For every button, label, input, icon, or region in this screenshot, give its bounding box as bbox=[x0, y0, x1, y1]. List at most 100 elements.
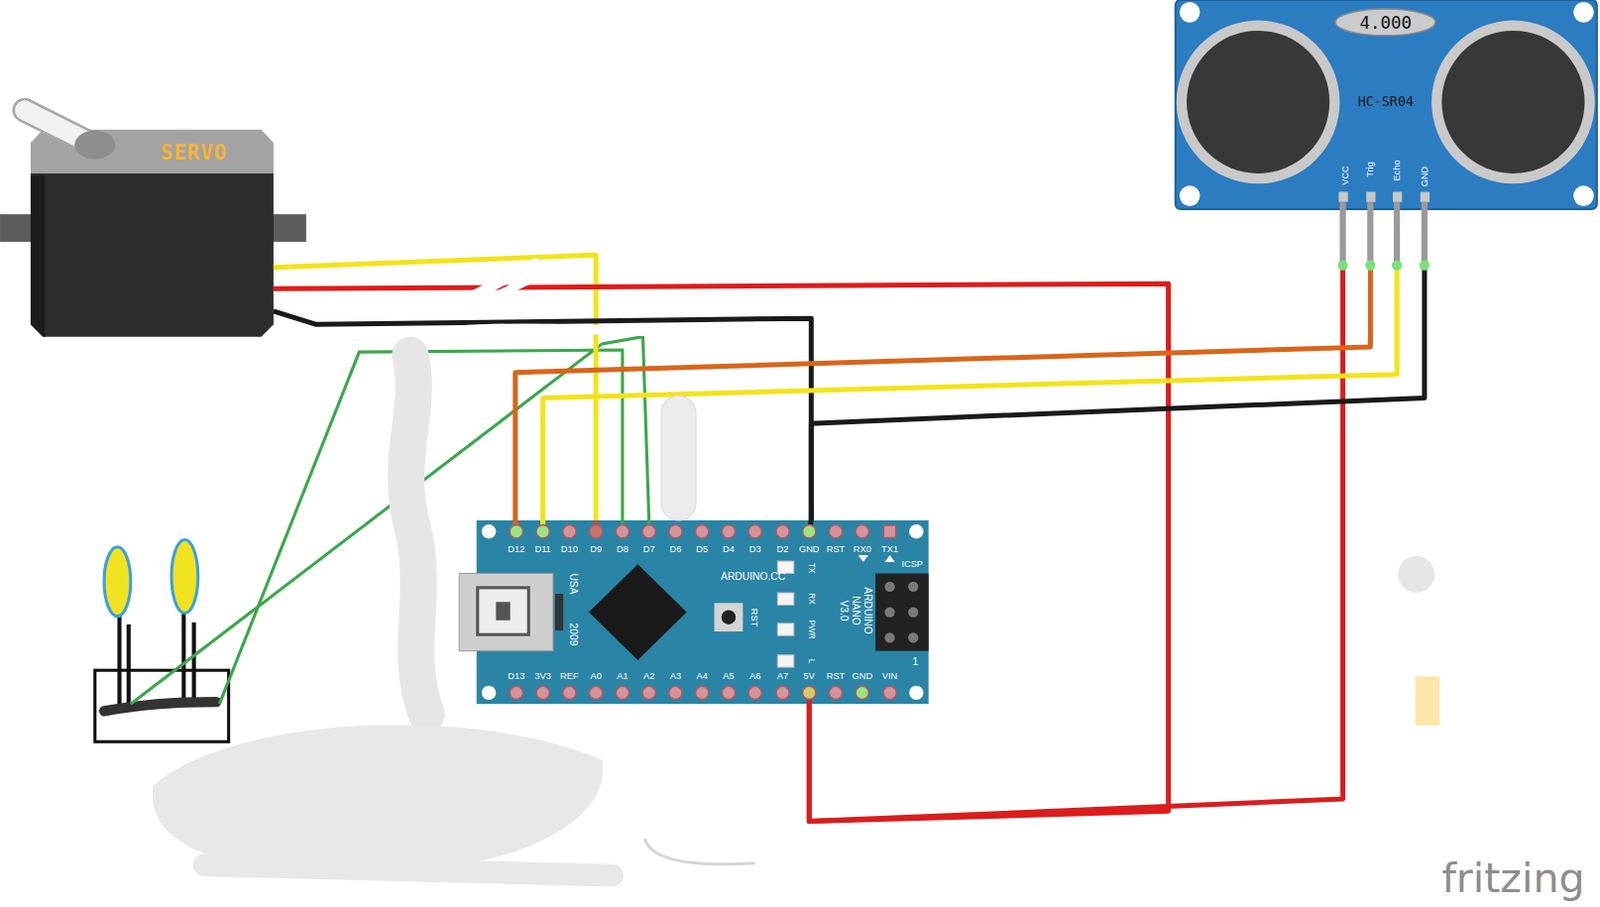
board-marking: USA bbox=[568, 572, 580, 594]
pin-pad bbox=[828, 525, 842, 539]
pin-pad bbox=[588, 525, 602, 539]
pin-pad bbox=[776, 685, 790, 699]
wire-end bbox=[1391, 259, 1402, 270]
crystal-shape bbox=[1335, 8, 1436, 36]
pin-label: TX1 bbox=[881, 543, 899, 555]
pin-pad bbox=[642, 685, 656, 699]
pin-label: A2 bbox=[643, 671, 655, 683]
usb-connector bbox=[458, 572, 554, 651]
mount-hole bbox=[481, 524, 496, 539]
pin-pad bbox=[669, 685, 683, 699]
led-label: TX bbox=[806, 563, 816, 574]
signal-wire bbox=[543, 209, 1398, 521]
transducer bbox=[1441, 30, 1585, 174]
led-rx bbox=[777, 592, 794, 605]
pin-pad bbox=[802, 525, 816, 539]
crystal-oval: 4.000 bbox=[1334, 7, 1437, 37]
ground-wire bbox=[810, 209, 1425, 521]
pin-label: A0 bbox=[589, 671, 601, 683]
sensor-board: HC-SR04 4.000 bbox=[1175, 0, 1598, 210]
pin-label: D5 bbox=[695, 543, 708, 555]
pin-pad bbox=[721, 685, 735, 699]
pin-pad bbox=[615, 685, 629, 699]
board-marking: ICSP bbox=[901, 559, 923, 571]
part-label: HC-SR04 bbox=[1358, 94, 1414, 110]
led-label: L bbox=[806, 659, 816, 665]
pin-pad bbox=[563, 525, 576, 539]
pin-label: VCC bbox=[1339, 165, 1351, 186]
pin-label: D3 bbox=[749, 543, 762, 555]
pin-pad bbox=[669, 525, 683, 539]
wire-end bbox=[1365, 259, 1375, 270]
pin-label: D6 bbox=[669, 543, 682, 555]
pin-label: RST bbox=[826, 671, 846, 683]
pin-pad bbox=[563, 685, 576, 699]
icsp-pin bbox=[908, 581, 918, 592]
mount-hole bbox=[1573, 1, 1595, 23]
pin-label: D8 bbox=[616, 543, 629, 555]
header-pin bbox=[1338, 191, 1348, 202]
smudge bbox=[1415, 676, 1441, 725]
header-leg bbox=[1393, 202, 1400, 264]
led-label: RX bbox=[806, 593, 816, 605]
pin-label: D7 bbox=[643, 543, 656, 555]
signal-wire bbox=[273, 254, 596, 521]
pin-label: Echo bbox=[1391, 159, 1403, 181]
led-wire bbox=[130, 337, 650, 705]
pin-pad bbox=[776, 525, 790, 539]
pin-label: D10 bbox=[561, 543, 578, 555]
smudge bbox=[1397, 556, 1435, 593]
icsp-pin bbox=[908, 632, 918, 643]
mount-hole bbox=[909, 524, 923, 539]
pin-label: GND bbox=[799, 543, 820, 555]
board-marking: 1 bbox=[912, 656, 918, 669]
icsp-pin bbox=[884, 606, 895, 617]
pin-pad bbox=[695, 685, 709, 699]
pin-pad bbox=[536, 525, 550, 539]
header-pin bbox=[1392, 191, 1402, 202]
reset-cap bbox=[721, 609, 736, 624]
pin-label: D2 bbox=[777, 543, 790, 555]
pin-label: D11 bbox=[534, 543, 551, 555]
reset-button bbox=[714, 602, 744, 632]
header-leg bbox=[1339, 202, 1346, 264]
wire-end bbox=[1419, 259, 1430, 270]
pin-marker bbox=[884, 555, 895, 563]
header-leg bbox=[1367, 202, 1373, 264]
board-marking: ARDUINO NANO V3.0 bbox=[837, 584, 873, 636]
pin-label: D4 bbox=[722, 543, 735, 555]
transducer-ring bbox=[1431, 20, 1596, 185]
pin-pad bbox=[509, 525, 523, 539]
led bbox=[104, 547, 131, 617]
transducer-ring bbox=[1176, 20, 1341, 185]
icsp-pin bbox=[908, 606, 918, 617]
eraser-mark bbox=[418, 328, 669, 335]
pin-pad bbox=[748, 685, 762, 699]
eraser-mark bbox=[152, 724, 603, 873]
servo-housing bbox=[30, 173, 274, 338]
mount-hole bbox=[909, 685, 923, 700]
pin-label: GND bbox=[1419, 166, 1431, 188]
mount-hole bbox=[481, 685, 496, 700]
eraser-mark bbox=[661, 395, 696, 521]
mount-hole bbox=[1179, 185, 1201, 207]
sensor-pcb bbox=[1175, 0, 1598, 210]
usb-opening bbox=[477, 587, 529, 635]
led-leg bbox=[116, 612, 121, 707]
pin-label: A6 bbox=[749, 671, 761, 683]
board-marking: RST bbox=[748, 607, 760, 627]
eraser-mark bbox=[491, 269, 552, 299]
pin-label: A4 bbox=[696, 671, 708, 683]
eraser-mark bbox=[204, 865, 613, 876]
eraser-mark bbox=[645, 838, 756, 865]
led-leg bbox=[181, 609, 186, 706]
pin-label: RST bbox=[826, 543, 846, 555]
watermark: fritzing bbox=[1441, 856, 1585, 904]
crystal-value: 4.000 bbox=[1359, 12, 1412, 33]
icsp-pin bbox=[884, 581, 895, 592]
header-leg bbox=[1421, 202, 1428, 264]
pin-label: A5 bbox=[722, 671, 734, 683]
